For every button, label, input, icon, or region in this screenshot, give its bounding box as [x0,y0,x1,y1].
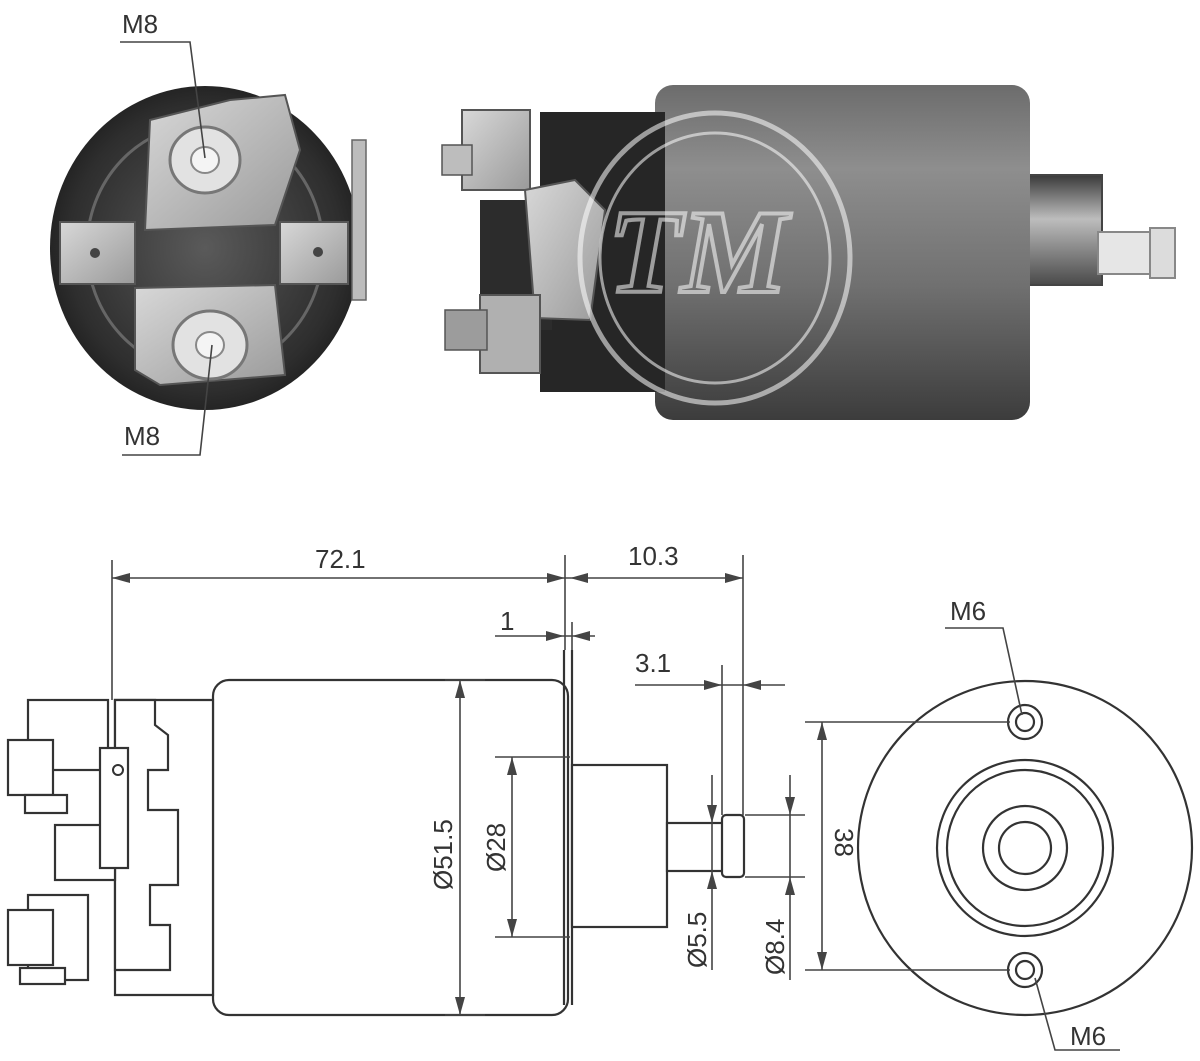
leader-m8-bottom [122,344,213,456]
label-m8-top: M8 [122,9,158,39]
end-drawing [856,679,1194,1017]
label-m8-bottom: M8 [124,421,160,451]
side-view-photo [441,85,1176,420]
leader-m8-top [120,41,206,159]
dim-flange-thickness: 1 [500,606,514,636]
end-dimension-lines [805,627,1120,1051]
dimension-lines [111,555,805,1016]
dim-hole-spacing: 38 [829,828,859,857]
dim-shaft-diameter: Ø5.5 [682,912,712,968]
watermark-logo: TM [577,110,853,406]
dim-overall-length: 72.1 [315,544,366,574]
label-m6-bottom: M6 [1070,1021,1106,1051]
side-drawing [6,650,746,1017]
label-m6-top: M6 [950,596,986,626]
dim-tip-diameter: Ø8.4 [760,919,790,975]
dim-body-diameter: Ø51.5 [428,819,458,890]
end-view-photo [50,86,367,410]
watermark-text: TM [608,185,792,318]
dim-nose-diameter: Ø28 [481,823,511,872]
dim-plunger-travel: 10.3 [628,541,679,571]
dim-tip-length: 3.1 [635,648,671,678]
